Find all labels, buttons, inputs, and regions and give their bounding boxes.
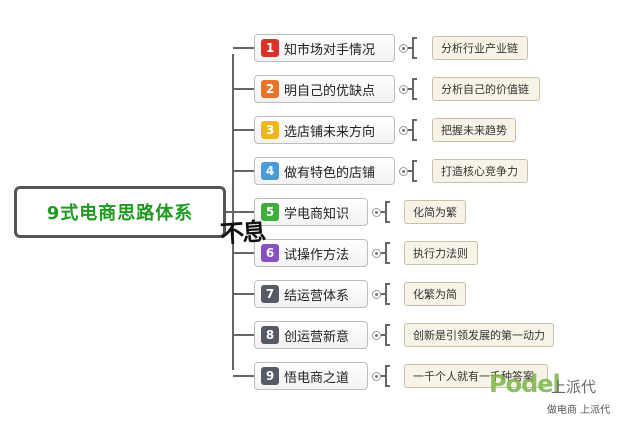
branch-node-5[interactable]: 5 学电商知识	[254, 198, 368, 226]
number-badge: 3	[261, 121, 279, 139]
branch-node-4[interactable]: 4 做有特色的店铺	[254, 157, 395, 185]
branch-label: 试操作方法	[284, 247, 350, 263]
leaf-node[interactable]: 化简为繁	[404, 200, 466, 224]
leaf-bracket	[385, 324, 390, 346]
branch-label: 明自己的优缺点	[284, 83, 376, 99]
watermark-tagline: 做电商 上派代	[547, 405, 611, 416]
leaf-bracket	[412, 119, 417, 141]
root-node[interactable]: 9式电商思路体系	[14, 186, 226, 238]
number-badge: 2	[261, 80, 279, 98]
branch-node-3[interactable]: 3 选店铺未来方向	[254, 116, 395, 144]
leaf-bracket	[385, 283, 390, 305]
collapse-toggle-icon[interactable]	[399, 44, 408, 53]
branch-label: 选店铺未来方向	[284, 124, 376, 140]
collapse-toggle-icon[interactable]	[399, 167, 408, 176]
number-badge: 7	[261, 285, 279, 303]
collapse-toggle-icon[interactable]	[399, 126, 408, 135]
branch-node-2[interactable]: 2 明自己的优缺点	[254, 75, 395, 103]
leaf-node[interactable]: 分析自己的价值链	[432, 77, 540, 101]
number-badge: 5	[261, 203, 279, 221]
branch-node-9[interactable]: 9 悟电商之道	[254, 362, 368, 390]
watermark-cn: 上派代	[551, 378, 597, 396]
collapse-toggle-icon[interactable]	[372, 331, 381, 340]
branch-node-7[interactable]: 7 结运营体系	[254, 280, 368, 308]
watermark-logo: Podel 上派代 做电商 上派代	[489, 370, 614, 416]
collapse-toggle-icon[interactable]	[372, 249, 381, 258]
number-badge: 1	[261, 39, 279, 57]
number-badge: 4	[261, 162, 279, 180]
leaf-bracket	[412, 160, 417, 182]
handwritten-signature: 不息	[219, 216, 266, 249]
collapse-toggle-icon[interactable]	[372, 208, 381, 217]
branch-label: 创运营新意	[284, 329, 350, 345]
leaf-bracket	[385, 365, 390, 387]
leaf-node[interactable]: 分析行业产业链	[432, 36, 528, 60]
leaf-node[interactable]: 创新是引领发展的第一动力	[404, 323, 554, 347]
number-badge: 9	[261, 367, 279, 385]
collapse-toggle-icon[interactable]	[399, 85, 408, 94]
leaf-node[interactable]: 一千个人就有一千种答案	[404, 364, 548, 388]
branch-label: 悟电商之道	[284, 370, 350, 386]
branch-label: 学电商知识	[284, 206, 350, 222]
collapse-toggle-icon[interactable]	[372, 290, 381, 299]
leaf-bracket	[412, 78, 417, 100]
branch-node-1[interactable]: 1 知市场对手情况	[254, 34, 395, 62]
leaf-node[interactable]: 把握未来趋势	[432, 118, 516, 142]
branch-node-8[interactable]: 8 创运营新意	[254, 321, 368, 349]
leaf-node[interactable]: 打造核心竞争力	[432, 159, 528, 183]
leaf-node[interactable]: 执行力法则	[404, 241, 478, 265]
leaf-bracket	[385, 201, 390, 223]
leaf-node[interactable]: 化繁为简	[404, 282, 466, 306]
collapse-toggle-icon[interactable]	[372, 372, 381, 381]
leaf-bracket	[385, 242, 390, 264]
number-badge: 8	[261, 326, 279, 344]
number-badge: 6	[261, 244, 279, 262]
branch-node-6[interactable]: 6 试操作方法	[254, 239, 368, 267]
branch-label: 知市场对手情况	[284, 42, 376, 58]
branch-label: 做有特色的店铺	[284, 165, 376, 181]
watermark-brand: Podel	[489, 370, 561, 398]
leaf-bracket	[412, 37, 417, 59]
branch-label: 结运营体系	[284, 288, 350, 304]
root-label: 9式电商思路体系	[46, 203, 194, 224]
